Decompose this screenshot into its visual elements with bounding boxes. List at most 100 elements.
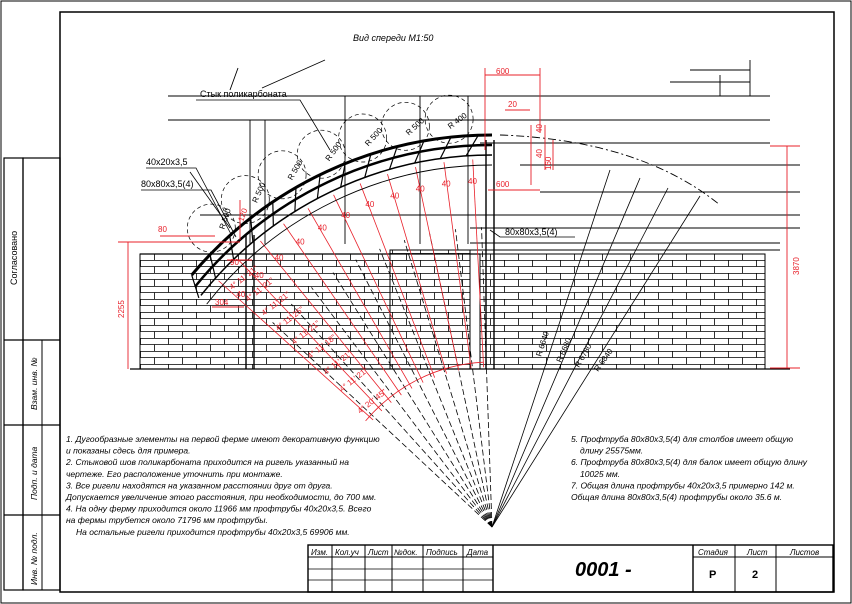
sheets-label: Листов [789,548,819,557]
truss-web [439,136,452,159]
stage-value: Р [709,569,716,581]
red-dimension-labels: 600 20 40 40 160 600 3870 2255 80 120 90… [117,67,801,318]
note-line: 10025 мм. [580,469,620,479]
truss-web [316,174,321,199]
angle-ray [387,174,447,374]
angle-ray [359,183,436,378]
fan-ray [429,233,493,528]
fan-ray [403,239,493,528]
note-line: 5. Профтруба 80х80х3,5(4) для столбов им… [571,434,794,444]
fan-ray [311,287,493,528]
angle-arc [365,361,484,422]
dim-height-right: 3870 [792,257,801,275]
dim-40-label: 40 [416,185,425,194]
truss-web [209,254,217,279]
dim-left-120: 120 [236,207,249,223]
truss-web [272,202,274,227]
dim-40-label: 40 [236,290,245,299]
notes-right: 5. Профтруба 80х80х3,5(4) для столбов им… [571,434,808,502]
angle-ray [238,259,383,412]
stamp-inv-orig: Инв. № подл. [29,532,39,585]
note-line: На остальные ригели приходится профтрубы… [76,527,350,537]
angle-ray [283,223,402,396]
tb-header: Подпись [426,548,458,557]
truss-web [388,146,398,170]
truss-web [414,140,425,164]
truss-web [191,274,200,299]
fan-ray [455,229,493,528]
fan-ray [272,322,493,528]
note-line: Общая длина 80х80х3,5(4) профтрубы около… [571,492,782,502]
tb-header: Лист [367,548,389,557]
building-background [168,60,800,251]
stamp-inv-repl: Взам. инв. № [29,357,39,410]
dim-40-label: 40 [365,200,374,209]
note-line: 6. Профтруба 80х80х3,5(4) для балок имее… [571,457,808,467]
dim-left-90: 90 [230,258,239,267]
dim-40-label: 40 [442,180,451,189]
callout-leaders [141,59,575,238]
tb-header: Кол.уч [335,548,359,557]
note-line: чертеже. Его расположение уточнить при м… [66,469,283,479]
tb-header: Дата [466,548,489,557]
fan-ray [290,303,493,528]
callout-profile-small: 40х20х3,5 [146,157,188,167]
posts [245,140,495,369]
dim-right-d: 600 [496,180,510,189]
note-line: 7. Общая длина профтрубы 40х20х3,5 приме… [571,480,795,490]
dashed-circle [296,129,346,179]
dim-40-label: 40 [341,211,350,220]
note-line: 3. Все ригели находятся на указанном рас… [66,480,333,490]
view-title: Вид спереди М1:50 [353,33,433,43]
doc-code: 0001 - [575,559,632,581]
angle-ray [333,194,424,383]
dashed-circle [257,150,307,200]
sheet-label: Лист [746,548,768,557]
angle-ray [260,240,392,403]
note-line: 4. На одну ферму приходится около 11966 … [66,504,372,514]
truss-web [340,163,346,188]
tb-header: №док. [394,548,418,557]
title-block [307,544,834,593]
truss-web [465,134,479,157]
dashed-radius-circles [186,94,474,253]
sheet-value: 2 [752,569,758,581]
note-line: 1. Дугообразные элементы на первой ферме… [66,434,380,444]
radius-ray [491,177,641,528]
truss [190,133,493,305]
arc-radius-label: R 400 [446,111,469,131]
dashed-circle [424,94,474,144]
dim-right-b: 40 [535,149,544,158]
side-stamp: Согласовано Взам. инв. № Подп. и дата Ин… [3,157,61,591]
angle-ray [472,159,485,368]
title-block-headers: Изм. Кол.уч Лист №док. Подпись Дата [311,548,489,557]
note-line: 2. Стыковой шов поликарбоната приходится… [65,457,349,467]
angle-ray [415,166,460,371]
dim-left-80: 80 [158,225,167,234]
stage-label: Стадия [698,548,729,557]
angle-label: 4° 20' 45" [356,387,389,415]
radius-fan [272,169,701,528]
fan-ray [332,272,493,528]
truss-decor-arc [206,164,493,305]
dim-40-label: 40 [275,253,284,262]
angle-ray [307,208,413,389]
dim-top-small: 20 [508,100,517,109]
red-dimensions [118,68,800,369]
note-line: длину 25575мм. [580,446,643,456]
dim-height-left: 2255 [117,300,126,318]
angle-ray [443,162,472,369]
note-line: Допускается увеличение этого расстояния,… [65,492,376,502]
notes-left: 1. Дугообразные элементы на первой ферме… [65,434,380,537]
truss-outer-chord [190,133,493,276]
radius-ray [491,187,669,528]
note-line: на фермы трубется около 71796 мм профтру… [66,515,268,525]
angle-ray [218,280,374,421]
callout-profile-large: 80х80х3,5(4) [141,179,194,189]
stamp-sign-date: Подп. и дата [29,447,39,500]
radius-ray [491,195,701,528]
truss-bottom-chord [200,154,493,296]
dim-top-width: 600 [496,67,510,76]
